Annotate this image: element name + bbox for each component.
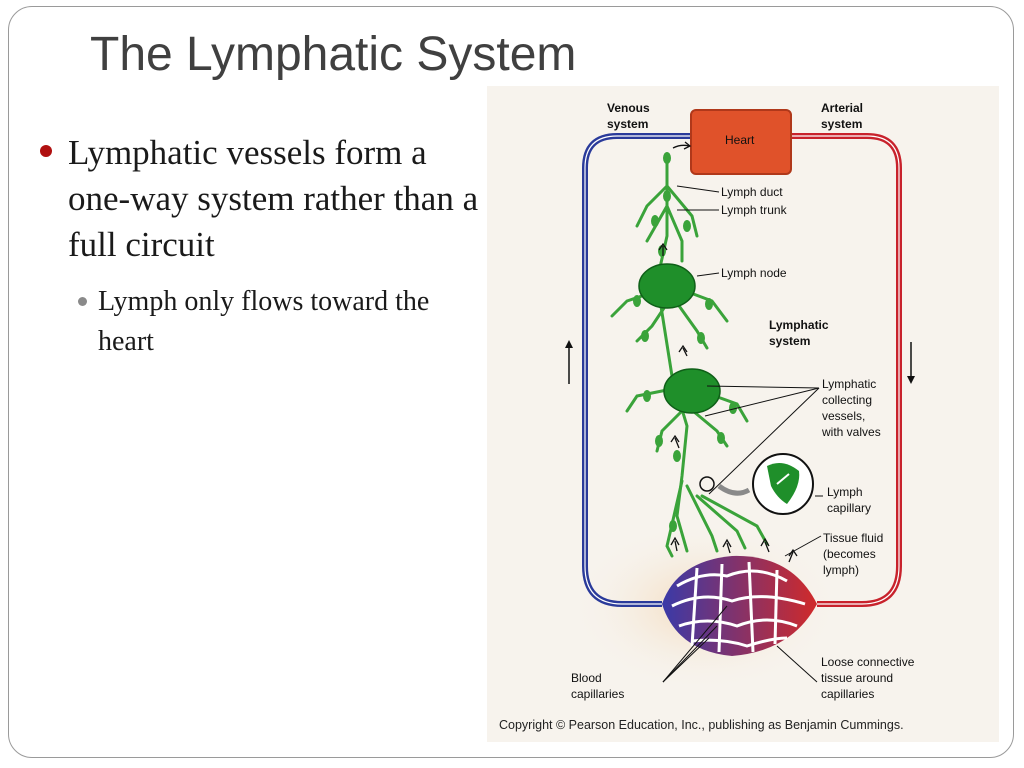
lymph-flow-arrows	[658, 141, 798, 563]
loose-tissue-label-2: tissue around	[821, 671, 893, 685]
bullet-text: Lymphatic vessels form a one-way system …	[68, 133, 479, 264]
lymph-node-label: Lymph node	[721, 266, 787, 280]
arterial-label-2: system	[821, 117, 862, 131]
venous-vessel-inner	[584, 135, 692, 605]
collecting-vessels-label-4: with valves	[821, 425, 881, 439]
bullet-item-level1: Lymphatic vessels form a one-way system …	[38, 130, 488, 268]
loose-tissue-label-3: capillaries	[821, 687, 874, 701]
collecting-vessels-label-3: vessels,	[822, 409, 865, 423]
tissue-fluid-label-1: Tissue fluid	[823, 531, 883, 545]
lymph-valves	[633, 152, 737, 532]
copyright-notice: Copyright © Pearson Education, Inc., pub…	[499, 718, 904, 732]
sub-bullet-text: Lymph only flows toward the heart	[98, 286, 430, 357]
loose-tissue-label-1: Loose connective	[821, 655, 915, 669]
lymph-duct-label: Lymph duct	[721, 185, 783, 199]
lymphatic-diagram: Heart	[487, 86, 999, 742]
blood-capillaries-label-2: capillaries	[571, 687, 624, 701]
arterial-vessel-inner	[792, 135, 900, 605]
bullet-marker	[40, 145, 52, 157]
lymphatic-system-label-1: Lymphatic	[769, 318, 829, 332]
arterial-label-1: Arterial	[821, 101, 863, 115]
slide-title: The Lymphatic System	[90, 28, 577, 81]
leader-lines	[662, 185, 823, 683]
lymph-trunk-label: Lymph trunk	[721, 203, 788, 217]
bullet-item-level2: Lymph only flows toward the heart	[78, 282, 488, 362]
lymph-node-upper	[638, 263, 696, 309]
downward-flow-arrow	[907, 342, 915, 384]
venous-label-2: system	[607, 117, 648, 131]
lymph-capillary-label-2: capillary	[827, 501, 871, 515]
heart-label: Heart	[725, 133, 755, 147]
lymph-node-lower	[663, 368, 721, 414]
capillary-bed	[662, 555, 817, 656]
sub-bullet-marker	[78, 297, 87, 306]
lymph-capillary-label-1: Lymph	[827, 485, 863, 499]
blood-capillaries-label-1: Blood	[571, 671, 602, 685]
lymphatic-vessels	[610, 154, 769, 558]
collecting-vessels-label-1: Lymphatic	[822, 377, 876, 391]
tissue-fluid-label-2: (becomes	[823, 547, 876, 561]
capillary-inset	[752, 453, 814, 515]
diagram-svg: Heart	[565, 101, 915, 701]
tissue-fluid-label-3: lymph)	[823, 563, 859, 577]
collecting-vessels-label-2: collecting	[822, 393, 872, 407]
heart-box	[690, 109, 792, 175]
magnify-arrow	[717, 483, 751, 496]
upward-flow-arrow	[565, 340, 573, 384]
lymphatic-system-label-2: system	[769, 334, 810, 348]
venous-label-1: Venous	[607, 101, 650, 115]
bullet-list: Lymphatic vessels form a one-way system …	[38, 130, 488, 362]
lymph-capillary-marker	[699, 476, 715, 492]
